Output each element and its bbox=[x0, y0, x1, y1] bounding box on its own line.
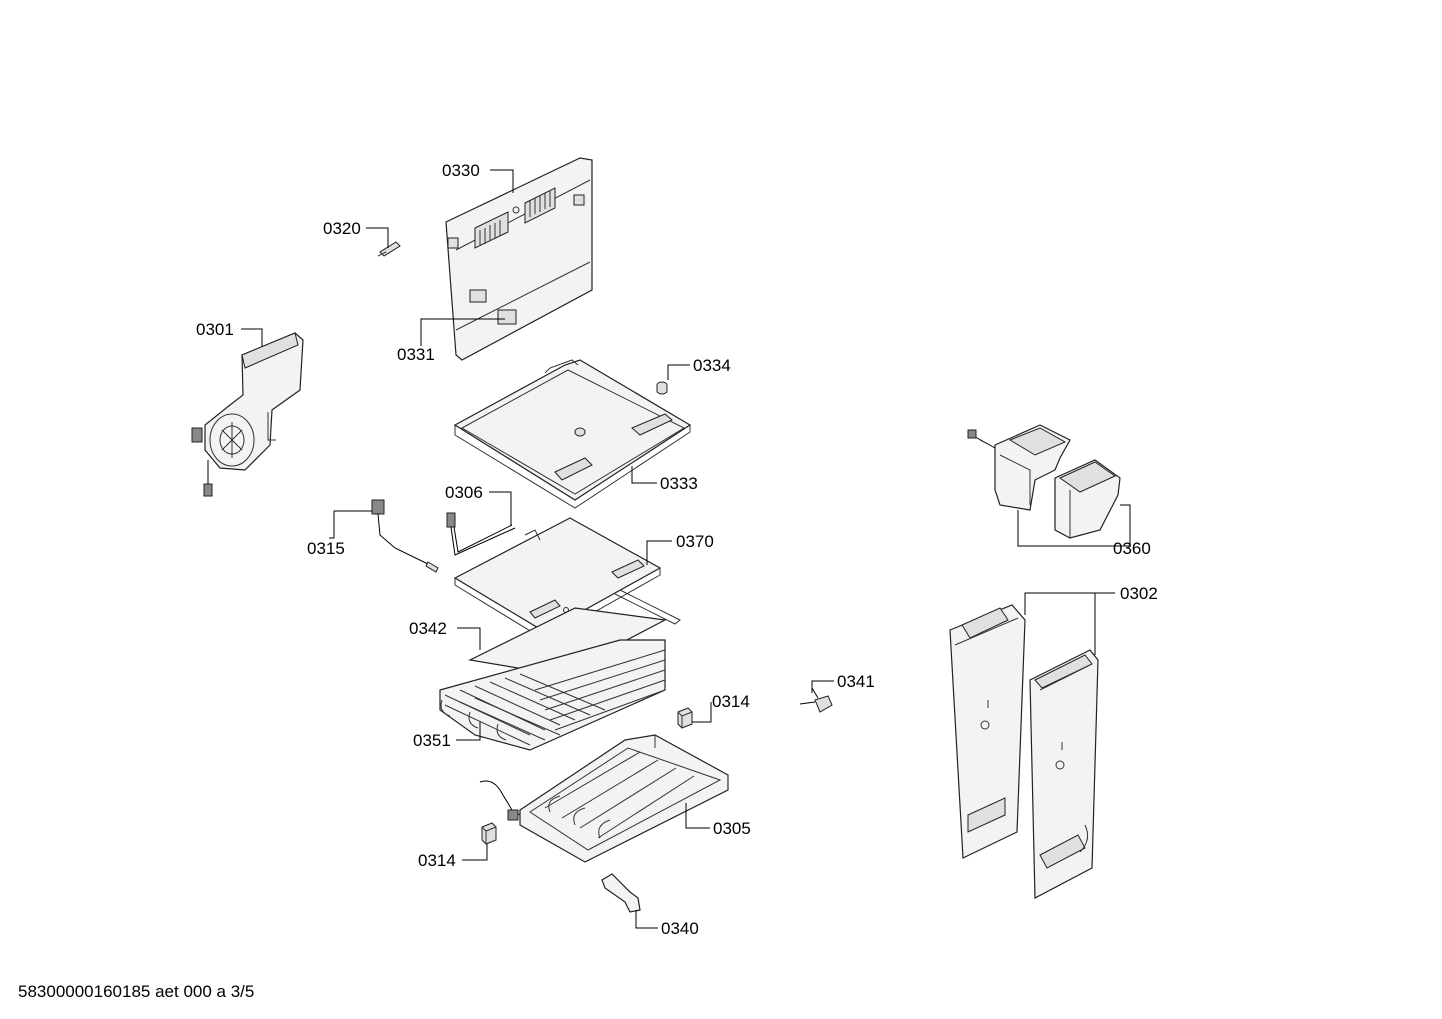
label-0341: 0341 bbox=[837, 672, 875, 691]
label-0315: 0315 bbox=[307, 539, 345, 558]
leader-0331 bbox=[420, 318, 505, 346]
leader-0342 bbox=[457, 627, 481, 650]
label-0333: 0333 bbox=[660, 474, 698, 493]
leader-0340 bbox=[635, 910, 658, 929]
part-0306-sensor-cable bbox=[446, 512, 516, 556]
part-0341-valve bbox=[799, 687, 833, 713]
label-0314-upper: 0314 bbox=[712, 692, 750, 711]
leader-0314b bbox=[462, 844, 488, 861]
label-0320: 0320 bbox=[323, 219, 361, 238]
leader-0370 bbox=[646, 540, 672, 565]
label-0301: 0301 bbox=[196, 320, 234, 339]
part-0315-sensor-probe bbox=[371, 499, 439, 573]
part-0302-side-panels bbox=[949, 604, 1099, 899]
part-0333-cover-plate bbox=[453, 359, 692, 509]
callout-labels: 0330 0320 0301 0331 0334 0333 0306 0315 … bbox=[196, 161, 1158, 938]
leader-0302 bbox=[1024, 592, 1115, 655]
part-0334-knob bbox=[656, 381, 668, 395]
label-0314-lower: 0314 bbox=[418, 851, 456, 870]
part-0330-back-panel bbox=[445, 157, 593, 361]
label-0305: 0305 bbox=[713, 819, 751, 838]
label-0330: 0330 bbox=[442, 161, 480, 180]
part-0305-drip-tray bbox=[479, 734, 729, 863]
label-0306: 0306 bbox=[445, 483, 483, 502]
label-0351: 0351 bbox=[413, 731, 451, 750]
leader-0333 bbox=[631, 466, 657, 484]
leader-lines bbox=[241, 169, 1131, 929]
part-0301-fan-housing bbox=[191, 332, 304, 497]
leader-0341 bbox=[811, 680, 834, 693]
part-0320-clip bbox=[377, 241, 401, 257]
leader-0351 bbox=[456, 722, 481, 741]
label-0302: 0302 bbox=[1120, 584, 1158, 603]
leader-0314a bbox=[692, 702, 712, 723]
leader-0306 bbox=[489, 491, 512, 526]
leader-0334 bbox=[667, 364, 690, 380]
leader-0330 bbox=[490, 169, 514, 193]
document-footer-id: 58300000160185 aet 000 a 3/5 bbox=[18, 982, 254, 1001]
leader-0305 bbox=[685, 803, 710, 829]
leader-0315 bbox=[329, 510, 372, 539]
label-0342: 0342 bbox=[409, 619, 447, 638]
part-0314-block-lower bbox=[481, 822, 497, 845]
part-0360-dispenser-housing bbox=[967, 424, 1121, 539]
label-0370: 0370 bbox=[676, 532, 714, 551]
label-0360: 0360 bbox=[1113, 539, 1151, 558]
part-0314-block-upper bbox=[677, 707, 693, 729]
label-0331: 0331 bbox=[397, 345, 435, 364]
leader-0320 bbox=[366, 227, 389, 248]
part-0370-lower-cover bbox=[453, 517, 681, 646]
leader-0360 bbox=[1017, 504, 1131, 547]
leader-0301 bbox=[241, 328, 263, 346]
part-0351-evaporator bbox=[439, 639, 666, 751]
label-0334: 0334 bbox=[693, 356, 731, 375]
part-0340-drain-elbow bbox=[601, 873, 641, 913]
label-0340: 0340 bbox=[661, 919, 699, 938]
